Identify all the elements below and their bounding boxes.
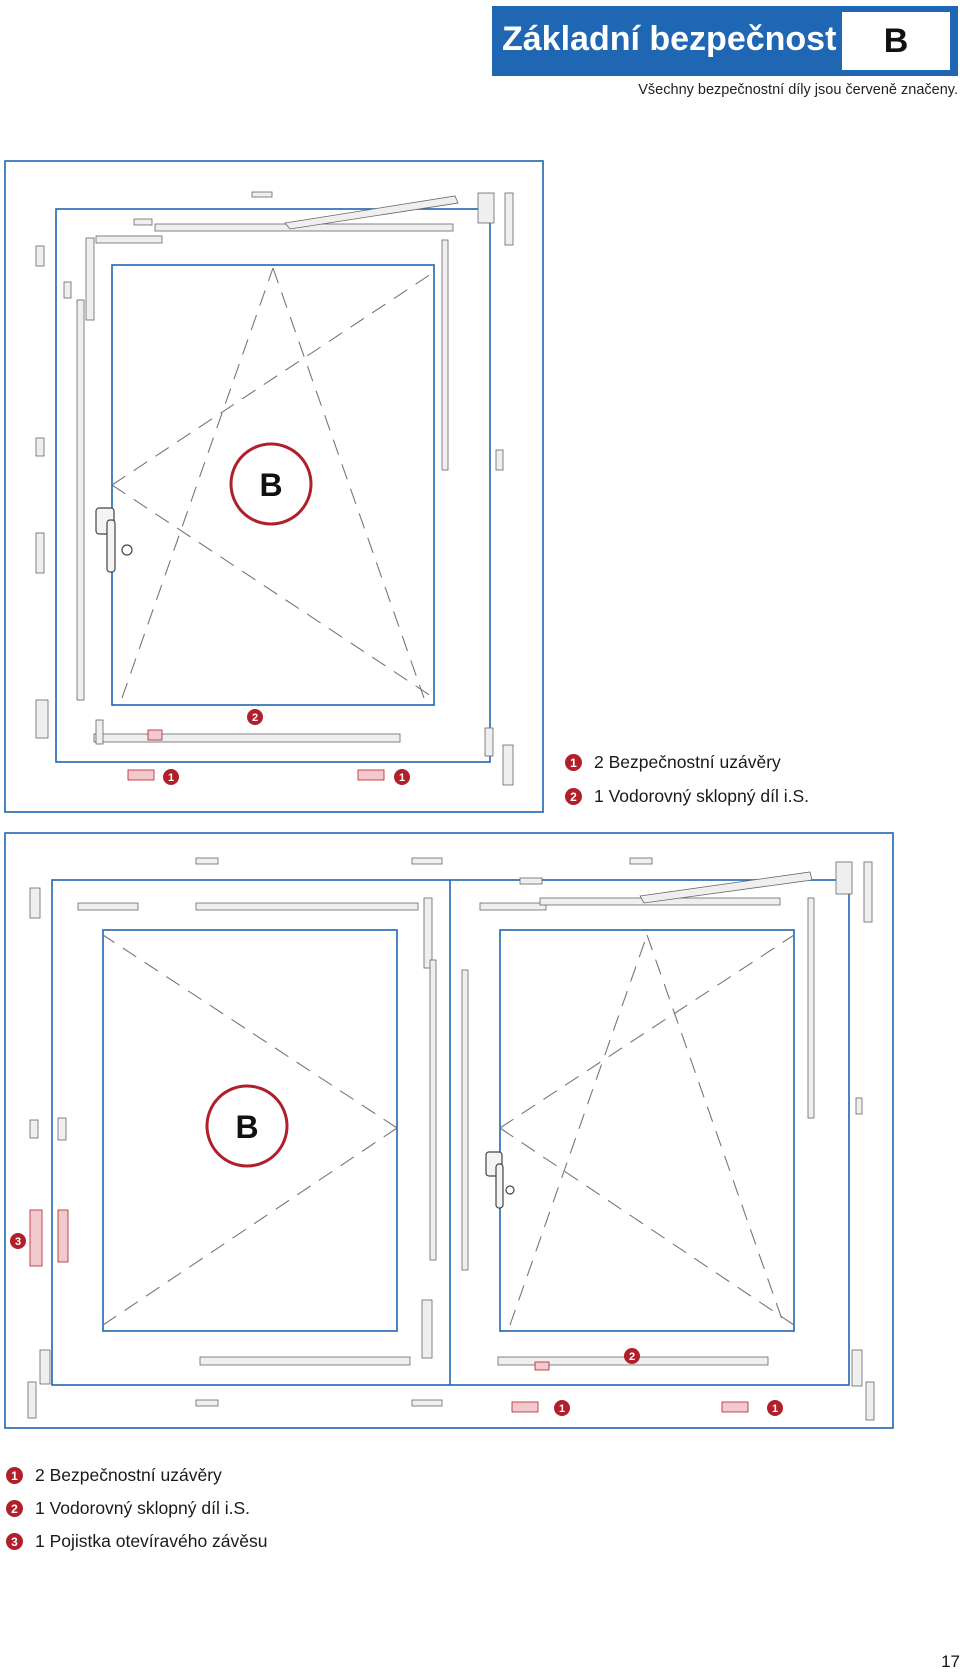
marker-2: 2 bbox=[247, 709, 263, 725]
legend-marker: 1 bbox=[6, 1467, 23, 1484]
legend-text: 1 Vodorovný sklopný díl i.S. bbox=[594, 786, 809, 806]
svg-text:1: 1 bbox=[399, 772, 405, 784]
safety-parts bbox=[29, 1209, 749, 1413]
window-handle-icon bbox=[485, 1151, 515, 1209]
opening-lines bbox=[102, 934, 795, 1326]
marker-2: 2 bbox=[624, 1348, 640, 1364]
outer-border bbox=[4, 160, 544, 813]
marker-1-left: 1 bbox=[163, 769, 179, 785]
marker-1-right: 1 bbox=[394, 769, 410, 785]
page-number: 17 bbox=[941, 1652, 960, 1671]
legend-text: 1 Pojistka otevíravého závěsu bbox=[35, 1531, 268, 1551]
legend-text: 2 Bezpečnostní uzávěry bbox=[594, 752, 781, 772]
legend-text: 2 Bezpečnostní uzávěry bbox=[35, 1465, 222, 1485]
svg-text:1: 1 bbox=[772, 1403, 778, 1415]
section-title: Základní bezpečnost bbox=[502, 20, 837, 58]
security-class-badge bbox=[229, 442, 313, 526]
legend-item: 2 1 Vodorovný sklopný díl i.S. bbox=[6, 1498, 250, 1519]
legend-marker: 2 bbox=[565, 788, 582, 805]
legend-text: 1 Vodorovný sklopný díl i.S. bbox=[35, 1498, 250, 1518]
legend-item: 1 2 Bezpečnostní uzávěry bbox=[6, 1465, 222, 1486]
security-class-badge-label: B bbox=[235, 1109, 258, 1145]
frame-outline bbox=[55, 208, 491, 763]
svg-text:3: 3 bbox=[15, 1236, 21, 1248]
marker-1-right: 1 bbox=[767, 1400, 783, 1416]
marker-3: 3 bbox=[10, 1233, 26, 1249]
sash-outline-right bbox=[499, 929, 795, 1332]
legend-item: 1 2 Bezpečnostní uzávěry bbox=[565, 752, 781, 773]
legend-marker: 2 bbox=[6, 1500, 23, 1517]
legend-item: 3 1 Pojistka otevíravého závěsu bbox=[6, 1531, 268, 1552]
hardware-parts bbox=[27, 857, 875, 1421]
security-class-badge bbox=[205, 1084, 289, 1168]
svg-text:2: 2 bbox=[629, 1351, 635, 1363]
legend-marker: 3 bbox=[6, 1533, 23, 1550]
security-class-badge-label: B bbox=[259, 467, 282, 503]
outer-border bbox=[4, 832, 894, 1429]
marker-1-left: 1 bbox=[554, 1400, 570, 1416]
legend-item: 2 1 Vodorovný sklopný díl i.S. bbox=[565, 786, 809, 807]
sash-outline-left bbox=[102, 929, 398, 1332]
opening-lines bbox=[111, 267, 435, 699]
section-header: Základní bezpečnost B bbox=[492, 6, 958, 76]
safety-parts bbox=[127, 729, 385, 781]
legend-marker: 1 bbox=[565, 754, 582, 771]
hardware-parts bbox=[35, 191, 514, 786]
section-subtitle: Všechny bezpečnostní díly jsou červeně z… bbox=[638, 82, 958, 98]
window-handle-icon bbox=[95, 507, 133, 573]
svg-text:2: 2 bbox=[252, 712, 258, 724]
section-letter-badge: B bbox=[842, 12, 950, 70]
svg-text:1: 1 bbox=[559, 1403, 565, 1415]
svg-text:1: 1 bbox=[168, 772, 174, 784]
